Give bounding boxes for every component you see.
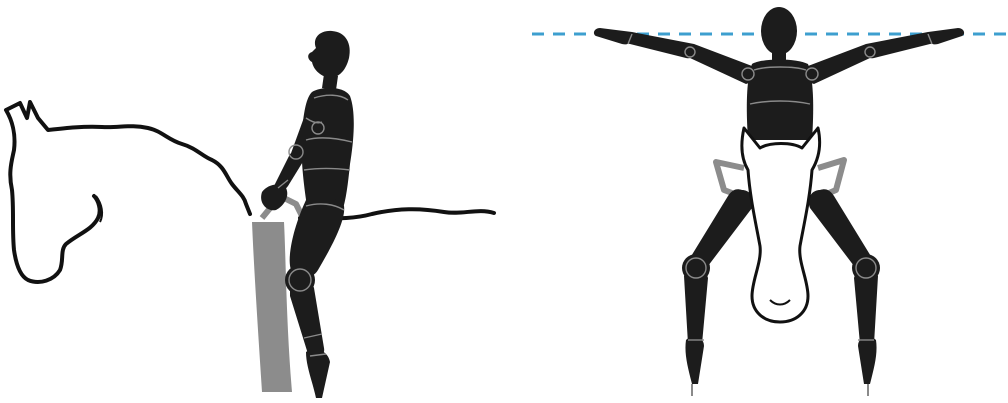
side-rider-lower-leg [290, 279, 324, 358]
front-rider-right-foot [858, 337, 877, 384]
front-rider-left-hand [594, 28, 633, 44]
side-saddle-pad [252, 222, 292, 392]
front-rider-head [761, 7, 797, 55]
front-rider-left-foot [685, 337, 704, 384]
side-horse-outline [6, 102, 250, 282]
side-rider-hand [261, 185, 287, 211]
front-horse-head [742, 128, 820, 322]
side-rider-head [308, 31, 350, 78]
front-view-panel [532, 7, 1006, 396]
side-view-panel [6, 31, 494, 398]
front-rider-right-hand [927, 28, 964, 44]
side-rider-neck [322, 74, 338, 90]
side-rider-foot [306, 349, 330, 398]
front-rider-torso [747, 60, 813, 141]
